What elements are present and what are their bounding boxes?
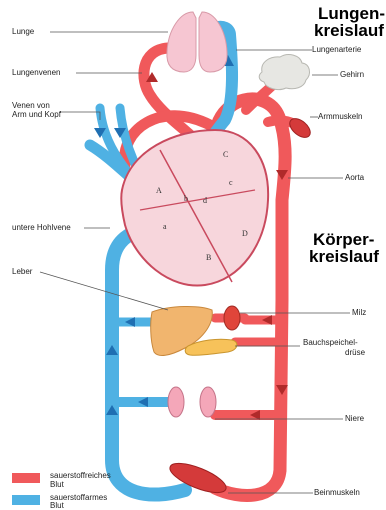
- spleen-icon: [224, 306, 240, 330]
- leader-leber: [40, 272, 168, 310]
- legend: [12, 473, 40, 505]
- brain-icon: [259, 55, 309, 90]
- pulmonary-circulation-title-line1: Lungen-: [318, 5, 385, 22]
- label-aorta: Aorta: [345, 173, 364, 183]
- legend-oxygen-poor-swatch: [12, 495, 40, 505]
- kidney-right-icon: [200, 387, 216, 417]
- chamber-label-C: C: [223, 150, 228, 159]
- heart-organ: [121, 130, 268, 286]
- legend-oxygen-poor-label-line2: Blut: [50, 501, 64, 510]
- spleen-organ: [224, 306, 240, 330]
- legend-oxygen-rich-swatch: [12, 473, 40, 483]
- label-beinmuskeln: Beinmuskeln: [314, 488, 360, 498]
- legend-oxygen-rich-label-line1: sauerstoffreiches: [50, 471, 111, 480]
- chamber-label-c: c: [229, 178, 233, 187]
- label-bauchspeichel-line2: drüse: [345, 348, 365, 358]
- chamber-label-D: D: [242, 229, 248, 238]
- label-venen-arm-kopf-line2: Arm und Kopf: [12, 110, 61, 120]
- pulmonary-circulation-title-line2: kreislauf: [314, 22, 384, 39]
- label-bauchspeichel-line1: Bauchspeichel-: [303, 338, 358, 348]
- label-lunge: Lunge: [12, 27, 34, 37]
- label-gehirn: Gehirn: [340, 70, 364, 80]
- chamber-label-a: a: [163, 222, 167, 231]
- lung-left-icon: [167, 12, 196, 72]
- label-armmuskeln: Armmuskeln: [318, 112, 362, 122]
- systemic-circulation-title-line1: Körper-: [313, 231, 374, 248]
- leader-venen-arm-kopf: [60, 112, 100, 120]
- label-lungenarterie: Lungenarterie: [312, 45, 361, 55]
- brain-organ: [259, 55, 309, 90]
- heart-icon: [121, 130, 268, 286]
- systemic-circulation-title-line2: kreislauf: [309, 248, 379, 265]
- legend-oxygen-rich-label-line2: Blut: [50, 480, 64, 489]
- chamber-label-d: d: [203, 196, 207, 205]
- chamber-label-B: B: [206, 253, 211, 262]
- label-milz: Milz: [352, 308, 366, 318]
- label-lungenvenen: Lungenvenen: [12, 68, 61, 78]
- chamber-label-b: b: [184, 194, 188, 203]
- kidney-organ: [168, 387, 216, 417]
- label-leber: Leber: [12, 267, 32, 277]
- chamber-label-A: A: [156, 186, 162, 195]
- artery-to-legs-vessel: [215, 470, 280, 495]
- kidney-left-icon: [168, 387, 184, 417]
- label-niere: Niere: [345, 414, 364, 424]
- label-untere-hohlvene: untere Hohlvene: [12, 223, 71, 233]
